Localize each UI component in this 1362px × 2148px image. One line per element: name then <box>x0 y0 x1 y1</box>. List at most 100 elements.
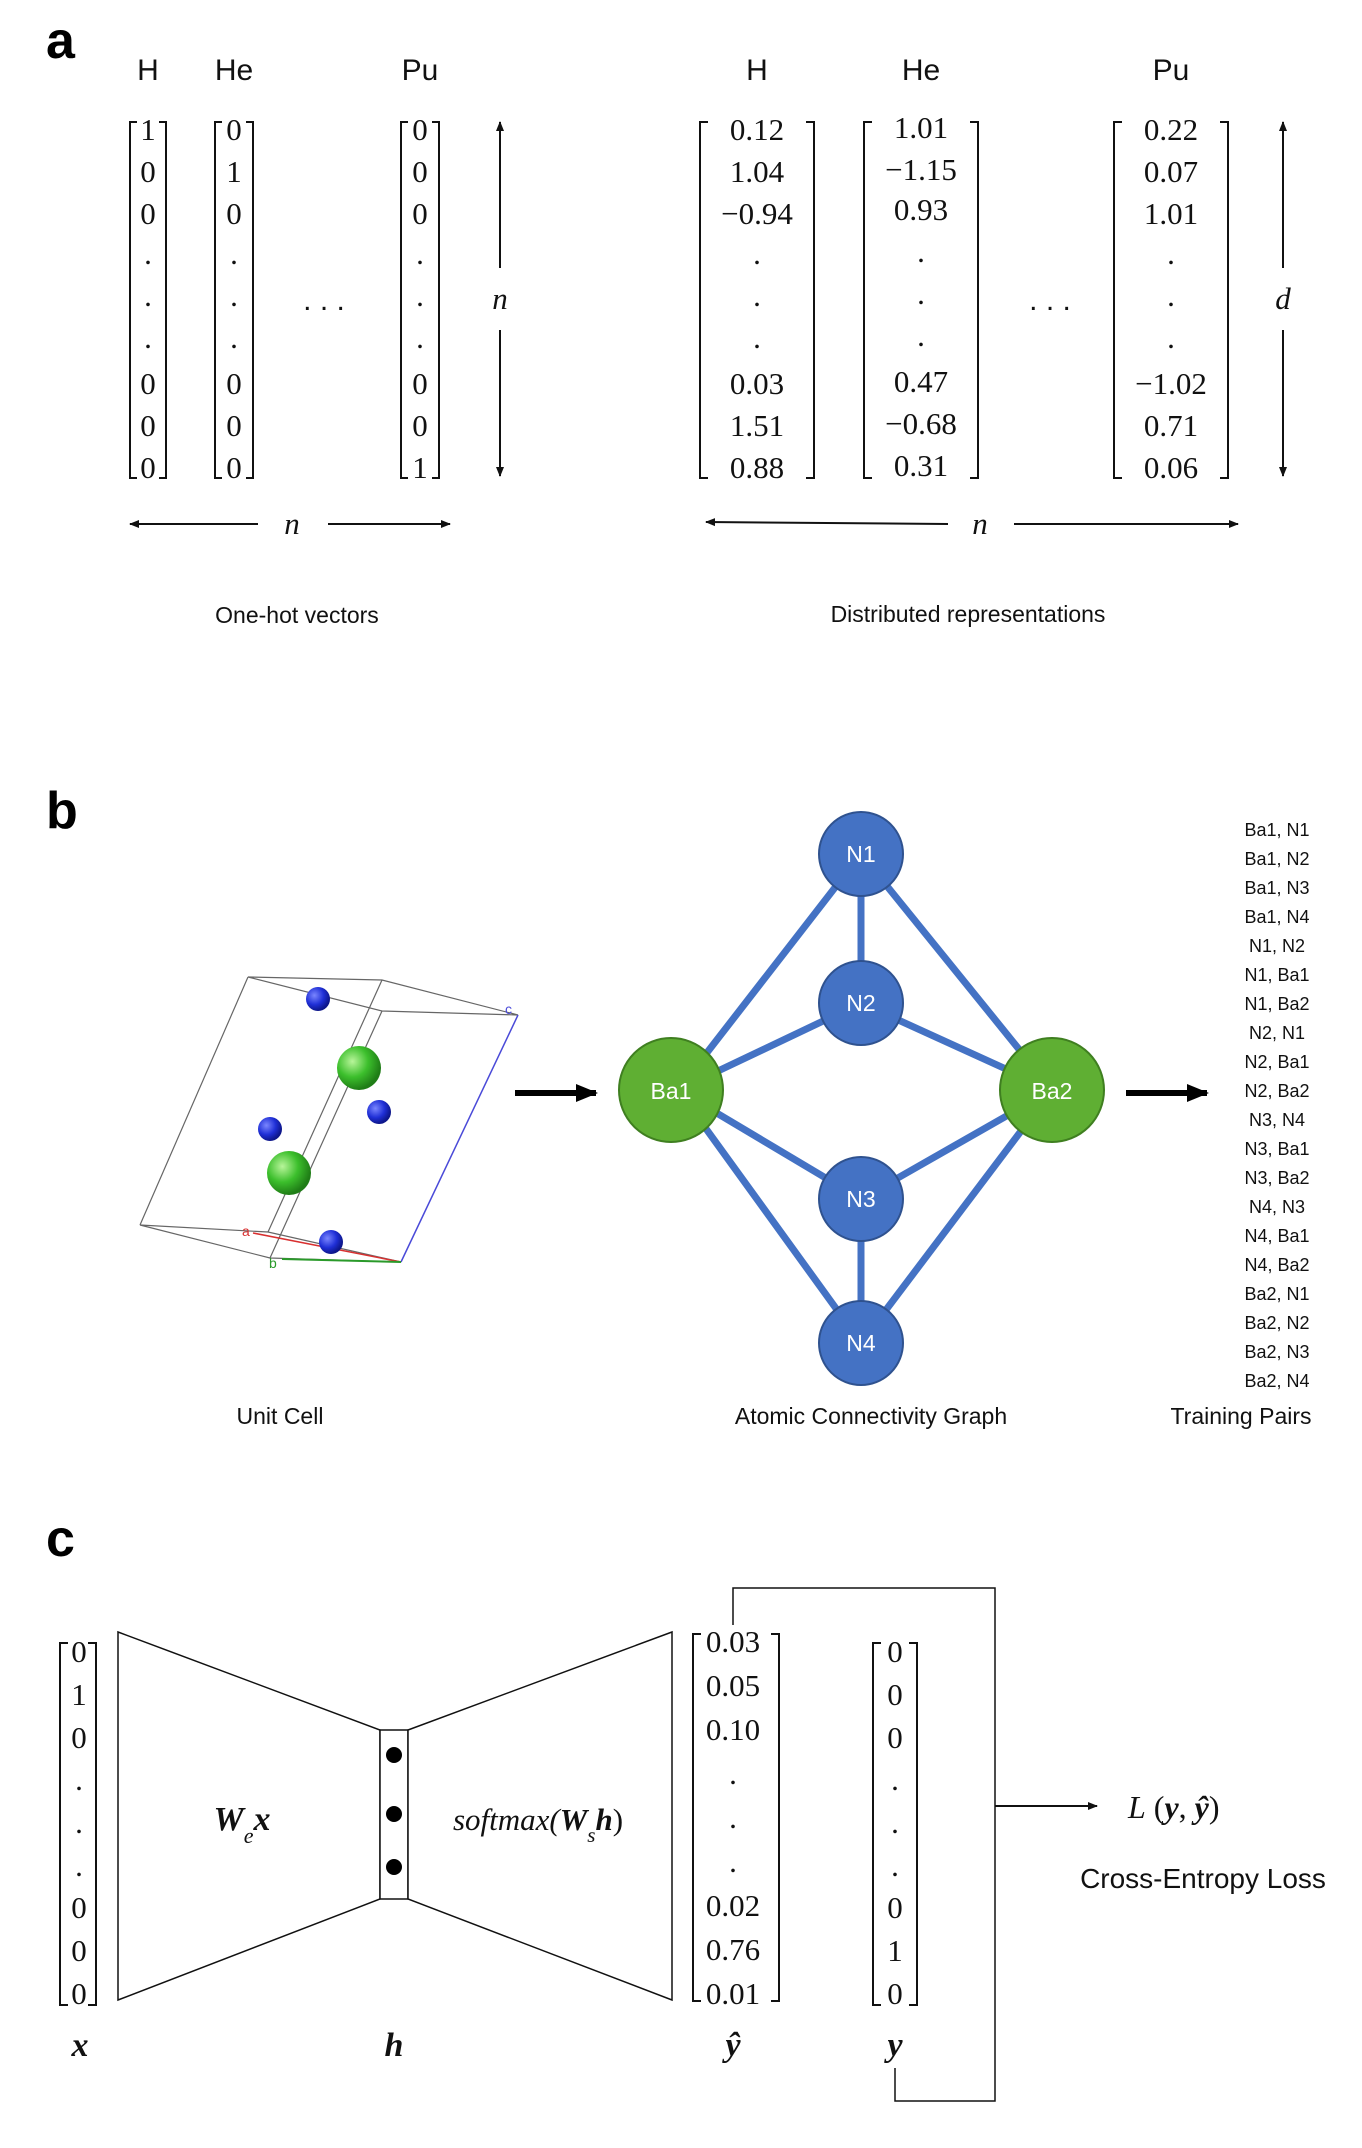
vec-value: 0 <box>887 1634 903 1669</box>
training-pair: Ba2, N1 <box>1244 1284 1309 1304</box>
vec-value: 0 <box>887 1976 903 2011</box>
node-label: N3 <box>846 1186 875 1212</box>
vec-value: 0 <box>71 1890 87 1925</box>
vec-value: 0 <box>412 408 428 443</box>
hidden-unit <box>386 1806 402 1822</box>
onehot-header-pu: Pu <box>402 54 439 87</box>
onehot-header-he: He <box>215 54 253 87</box>
panel-b-label: b <box>46 782 78 840</box>
vec-value: 0 <box>887 1890 903 1925</box>
vec-value: 0 <box>412 112 428 147</box>
y-symbol: y <box>883 2027 903 2064</box>
vec-value: 0 <box>71 1720 87 1755</box>
decoder-label: softmax(Wsh) <box>453 1802 623 1847</box>
graph-node-n4: N4 <box>818 1300 904 1386</box>
target-vector: 0 0 0 . . . 0 1 0 <box>872 1634 918 2011</box>
vec-value: . <box>75 1805 83 1840</box>
axis-c-label: c <box>505 1001 512 1017</box>
axis-a-label: a <box>242 1223 250 1239</box>
encoder-trapezoid <box>117 1630 381 2002</box>
graph-caption: Atomic Connectivity Graph <box>735 1403 1007 1429</box>
vec-value: . <box>416 236 424 271</box>
unit-cell-image: a b c <box>139 976 519 1271</box>
vec-value: 0.47 <box>894 364 948 399</box>
node-label: N4 <box>846 1330 876 1356</box>
edge <box>675 851 864 1093</box>
vec-value: −1.02 <box>1135 366 1207 401</box>
training-pair: Ba1, N2 <box>1244 849 1309 869</box>
graph-edges <box>675 851 1055 1346</box>
vec-value: 0 <box>226 196 242 231</box>
training-pair: N1, Ba1 <box>1244 965 1309 985</box>
node-label: N1 <box>846 841 875 867</box>
loss-connector-top <box>732 1587 996 2102</box>
vec-value: 1.01 <box>894 110 948 145</box>
onehot-values-h: 1 0 0 . . . 0 0 0 <box>140 112 156 485</box>
panel-a-label: a <box>46 12 76 70</box>
vec-value: . <box>891 1848 899 1883</box>
x-symbol: x <box>71 2027 89 2064</box>
training-pairs-list: Ba1, N1 Ba1, N2 Ba1, N3 Ba1, N4 N1, N2 N… <box>1244 820 1309 1391</box>
graph-node-n3: N3 <box>818 1156 904 1242</box>
edge <box>675 1087 864 1346</box>
h-symbol: h <box>385 2027 404 2064</box>
vec-value: . <box>230 236 238 271</box>
vec-value: . <box>729 1844 737 1879</box>
vec-value: . <box>729 1800 737 1835</box>
onehot-header-h: H <box>137 54 159 87</box>
vec-value: 0 <box>71 1634 87 1669</box>
dist-vector-he: 1.01 −1.15 0.93 . . . 0.47 −0.68 0.31 <box>863 110 979 483</box>
onehot-width-label: n <box>284 506 300 541</box>
vec-value: 0.71 <box>1144 408 1198 443</box>
vec-value: 0.06 <box>1144 450 1198 485</box>
vec-value: 0 <box>140 196 156 231</box>
vec-value: . <box>891 1805 899 1840</box>
hidden-unit <box>386 1859 402 1875</box>
vec-value: 0.93 <box>894 192 948 227</box>
loss-caption: Cross-Entropy Loss <box>1080 1863 1326 1894</box>
vec-value: 0 <box>140 408 156 443</box>
node-label: Ba2 <box>1032 1078 1073 1104</box>
vec-value: . <box>75 1848 83 1883</box>
vec-value: 0 <box>71 1933 87 1968</box>
pairs-caption: Training Pairs <box>1170 1403 1311 1429</box>
vec-value: . <box>144 236 152 271</box>
vec-value: 0.01 <box>706 1976 760 2011</box>
vec-value: . <box>891 1762 899 1797</box>
training-pair: Ba1, N3 <box>1244 878 1309 898</box>
vec-value: 0.07 <box>1144 154 1198 189</box>
training-pair: N4, Ba1 <box>1244 1226 1309 1246</box>
barium-atom <box>267 1151 311 1195</box>
training-pair: Ba1, N4 <box>1244 907 1309 927</box>
training-pair: N1, N2 <box>1249 936 1305 956</box>
vec-value: 1.51 <box>730 408 784 443</box>
vec-value: 0 <box>140 366 156 401</box>
panel-c-label: c <box>46 1510 75 1568</box>
vec-value: 0 <box>226 450 242 485</box>
dist-header-he: He <box>902 54 940 87</box>
onehot-vector-pu: 0 0 0 . . . 0 0 1 <box>400 112 440 485</box>
vec-value: 0 <box>226 112 242 147</box>
dist-header-pu: Pu <box>1153 54 1190 87</box>
vec-value: . <box>1167 278 1175 313</box>
vec-value: . <box>753 236 761 271</box>
node-label: N2 <box>846 990 875 1016</box>
decoder-trapezoid <box>407 1630 673 2002</box>
training-pair: Ba2, N2 <box>1244 1313 1309 1333</box>
nitrogen-atom <box>258 1117 282 1141</box>
vec-value: . <box>917 318 925 353</box>
training-pair: Ba2, N4 <box>1244 1371 1309 1391</box>
graph-node-ba2: Ba2 <box>999 1037 1105 1143</box>
axis-b-label: b <box>269 1255 277 1271</box>
yhat-symbol: ŷ <box>721 2027 741 2064</box>
vec-value: 1 <box>71 1677 87 1712</box>
encoder-label: Wex <box>214 1801 271 1848</box>
node-label: Ba1 <box>651 1078 692 1104</box>
training-pair: N3, Ba1 <box>1244 1139 1309 1159</box>
vec-value: 0.03 <box>706 1624 760 1659</box>
vec-value: 0 <box>412 196 428 231</box>
onehot-dim-label: n <box>492 281 508 316</box>
barium-atom <box>337 1046 381 1090</box>
dist-width-arrow-left <box>705 518 949 527</box>
dist-width-label: n <box>972 506 988 541</box>
